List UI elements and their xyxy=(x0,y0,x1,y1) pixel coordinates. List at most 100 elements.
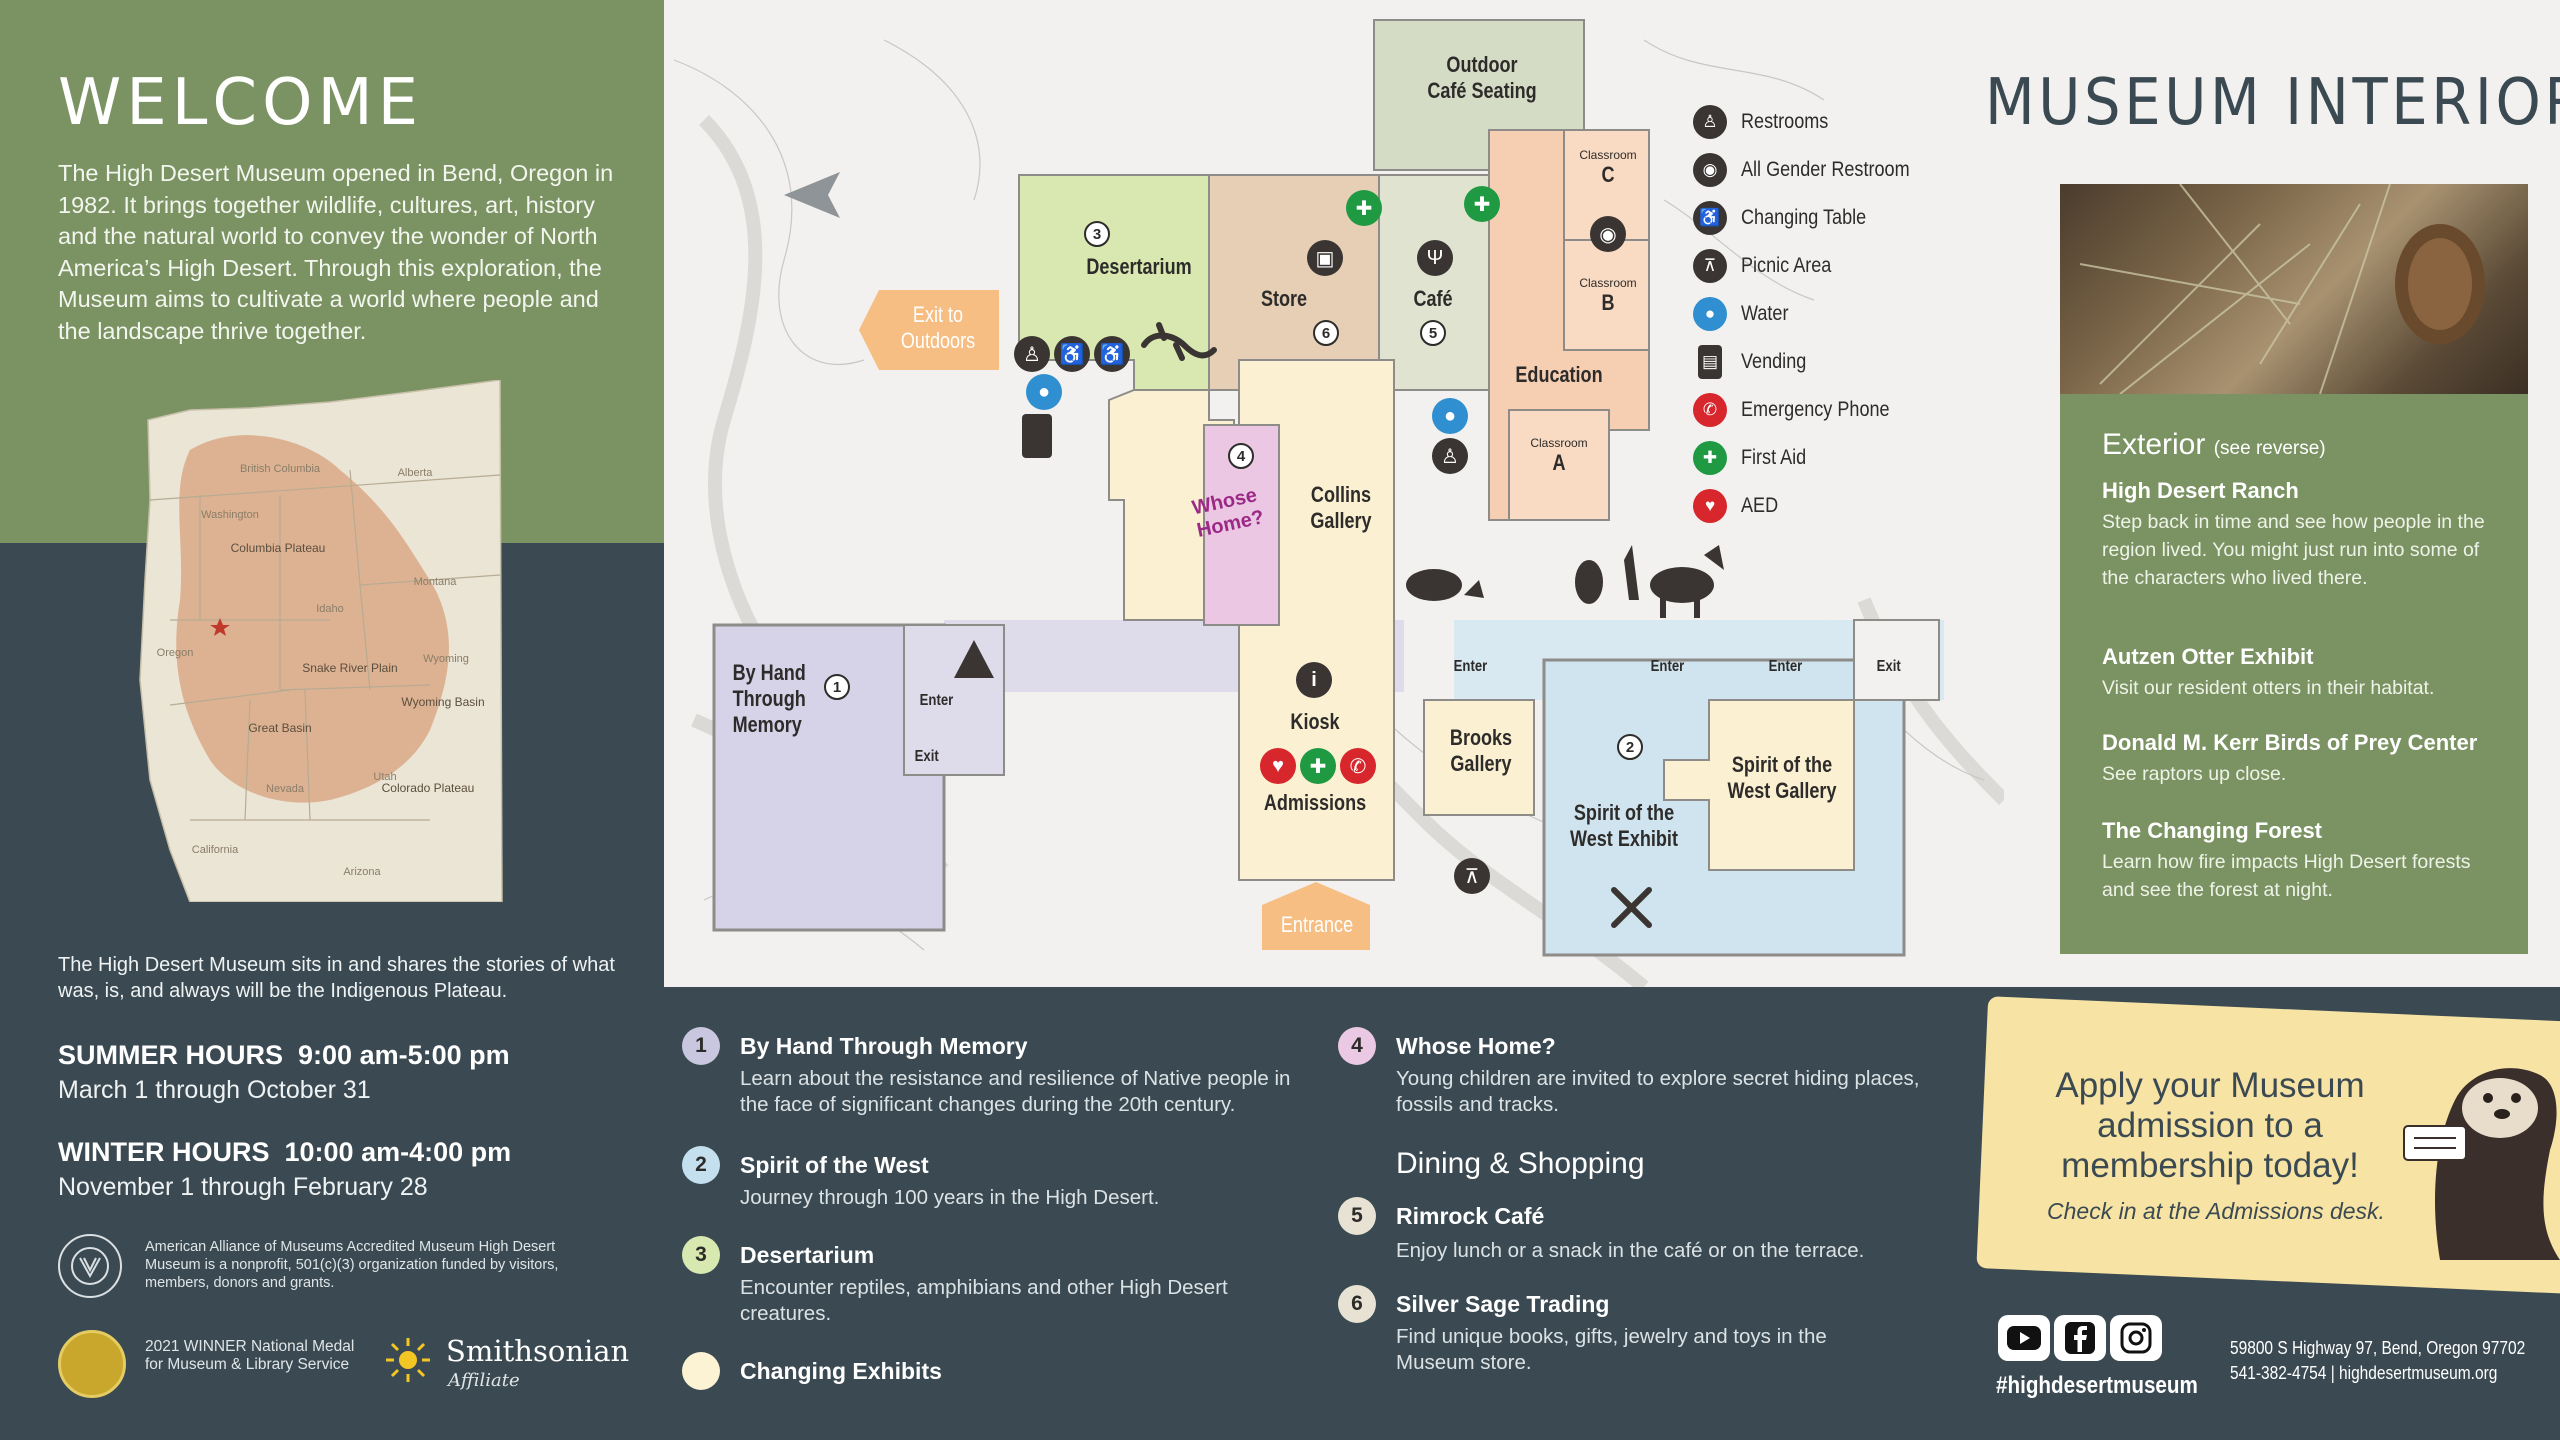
picnic-icon: ⊼ xyxy=(1693,249,1727,283)
legend-emergency-phone: ✆Emergency Phone xyxy=(1693,392,1914,428)
exterior-body-birds: See raptors up close. xyxy=(2102,763,2287,785)
exterior-title: Exterior (see reverse) xyxy=(2102,428,2326,461)
map-number-2: 2 xyxy=(1617,734,1643,760)
museum-star-icon xyxy=(210,618,230,636)
north-arrow-icon xyxy=(784,172,840,218)
label-exit-byhand: Exit xyxy=(914,748,939,765)
utensils-icon: Ψ xyxy=(1417,240,1453,276)
label-outdoor-seating: Outdoor Café Seating xyxy=(1427,52,1537,103)
tipi-icon xyxy=(954,640,994,678)
label-cafe: Café xyxy=(1413,286,1453,311)
exterior-head-otter: Autzen Otter Exhibit xyxy=(2102,644,2314,669)
smithsonian-name: Smithsonian xyxy=(446,1334,630,1368)
vending-icon xyxy=(1022,414,1052,458)
exhibit-number-4: 4 xyxy=(1338,1027,1376,1065)
phone-website[interactable]: 541-382-4754 | highdesertmuseum.org xyxy=(2230,1363,2498,1383)
exhibit-body-1: Learn about the resistance and resilienc… xyxy=(740,1067,1291,1116)
map-label-montana: Montana xyxy=(414,576,458,588)
first-aid-icon: ✚ xyxy=(1693,441,1727,475)
exhibit-head-changing: Changing Exhibits xyxy=(740,1358,942,1384)
smithsonian-sun-icon xyxy=(386,1338,430,1382)
map-number-6: 6 xyxy=(1313,320,1339,346)
label-classroom-a: Classroom xyxy=(1530,436,1588,450)
exterior-head-forest: The Changing Forest xyxy=(2102,818,2322,843)
exhibit-head-4: Whose Home? xyxy=(1396,1033,1556,1059)
aam-text: American Alliance of Museums Accredited … xyxy=(145,1239,559,1291)
address: 59800 S Highway 97, Bend, Oregon 97702 xyxy=(2230,1338,2526,1358)
aam-logo-icon xyxy=(58,1234,122,1298)
changing-table-icon: ♿ xyxy=(1054,336,1090,372)
youtube-icon[interactable] xyxy=(1998,1315,2050,1361)
restroom-icon: ♙ xyxy=(1693,105,1727,139)
exhibit-number-5: 5 xyxy=(1338,1197,1376,1235)
all-gender-restroom-icon: ◉ xyxy=(1590,216,1626,252)
label-collins-gallery: Collins Gallery xyxy=(1310,482,1372,533)
map-label-wyoming-basin: Wyoming Basin xyxy=(401,695,484,709)
map-label-colorado: Colorado Plateau xyxy=(382,781,475,795)
gift-icon: ▣ xyxy=(1307,240,1343,276)
aed-icon: ♥ xyxy=(1260,748,1296,784)
exhibit-head-3: Desertarium xyxy=(740,1242,875,1268)
emergency-phone-icon: ✆ xyxy=(1340,748,1376,784)
label-enter-spirit-1: Enter xyxy=(1650,658,1685,675)
map-label-bc: British Columbia xyxy=(240,463,321,475)
restroom-icon: ♙ xyxy=(1014,336,1050,372)
legend-all-gender: ◉All Gender Restroom xyxy=(1693,152,1937,188)
label-classroom-c-letter: C xyxy=(1601,162,1615,187)
label-classroom-c: Classroom xyxy=(1579,148,1637,162)
map-label-columbia: Columbia Plateau xyxy=(231,541,326,555)
changing-table-icon: ♿ xyxy=(1693,201,1727,235)
water-icon: ● xyxy=(1693,297,1727,331)
facebook-icon[interactable] xyxy=(2054,1315,2106,1361)
winter-dates: November 1 through February 28 xyxy=(58,1173,428,1201)
imls-medal-icon xyxy=(58,1330,126,1398)
label-desertarium: Desertarium xyxy=(1086,254,1192,279)
instagram-icon[interactable] xyxy=(2110,1315,2162,1361)
exhibit-number-2: 2 xyxy=(682,1146,720,1184)
exhibit-head-1: By Hand Through Memory xyxy=(740,1033,1028,1059)
exterior-box xyxy=(2060,394,2528,954)
membership-promo-text: Apply your Museum admission to a members… xyxy=(2055,1066,2365,1185)
legend-first-aid: ✚First Aid xyxy=(1693,440,1817,476)
exhibit-head-6: Silver Sage Trading xyxy=(1396,1291,1610,1317)
map-label-arizona: Arizona xyxy=(343,866,381,878)
label-brooks-gallery: Brooks Gallery xyxy=(1449,725,1513,776)
legend-water: ●Water xyxy=(1693,296,1796,332)
summer-dates: March 1 through October 31 xyxy=(58,1076,371,1104)
map-label-idaho: Idaho xyxy=(316,603,344,615)
label-education: Education xyxy=(1515,362,1603,387)
welcome-title: WELCOME xyxy=(58,66,424,140)
membership-promo-sub: Check in at the Admissions desk. xyxy=(2047,1198,2385,1224)
exhibit-number-6: 6 xyxy=(1338,1285,1376,1323)
label-classroom-b-letter: B xyxy=(1601,290,1615,315)
pine-cone-photo xyxy=(2060,184,2528,394)
lizard-icon xyxy=(1141,322,1217,361)
summer-hours: SUMMER HOURS 9:00 am-5:00 pm xyxy=(58,1040,510,1070)
map-number-5: 5 xyxy=(1420,320,1446,346)
first-aid-icon: ✚ xyxy=(1300,748,1336,784)
exit-outdoors-tab xyxy=(859,290,999,370)
winter-hours: WINTER HOURS 10:00 am-4:00 pm xyxy=(58,1137,512,1167)
otter-illustration xyxy=(2403,1068,2560,1260)
vending-icon: ▤ xyxy=(1698,345,1722,379)
smithsonian-affiliate: Affiliate xyxy=(448,1370,520,1391)
legend-picnic: ⊼Picnic Area xyxy=(1693,248,1846,284)
map-number-3: 3 xyxy=(1084,221,1110,247)
map-label-snake-river: Snake River Plain xyxy=(302,661,397,675)
pick-shovel-icon xyxy=(1611,887,1652,928)
water-icon: ● xyxy=(1026,374,1062,410)
legend-restrooms: ♙Restrooms xyxy=(1693,104,1843,140)
map-label-nevada: Nevada xyxy=(266,783,305,795)
label-entrance: Entrance xyxy=(1280,912,1354,937)
entrance-tab xyxy=(1262,882,1370,950)
label-exit-outdoors: Exit to Outdoors xyxy=(900,302,976,353)
label-spirit-gallery: Spirit of the West Gallery xyxy=(1727,752,1837,803)
first-aid-icon: ✚ xyxy=(1346,190,1382,226)
map-label-washington: Washington xyxy=(201,509,259,521)
exhibit-body-3: Encounter reptiles, amphibians and other… xyxy=(740,1276,1228,1325)
map-label-oregon: Oregon xyxy=(157,647,194,659)
legend-changing-table: ♿Changing Table xyxy=(1693,200,1887,236)
map-label-california: California xyxy=(192,844,239,856)
imls-text: 2021 WINNER National Medal for Museum & … xyxy=(145,1338,355,1373)
exhibit-head-2: Spirit of the West xyxy=(740,1152,929,1178)
